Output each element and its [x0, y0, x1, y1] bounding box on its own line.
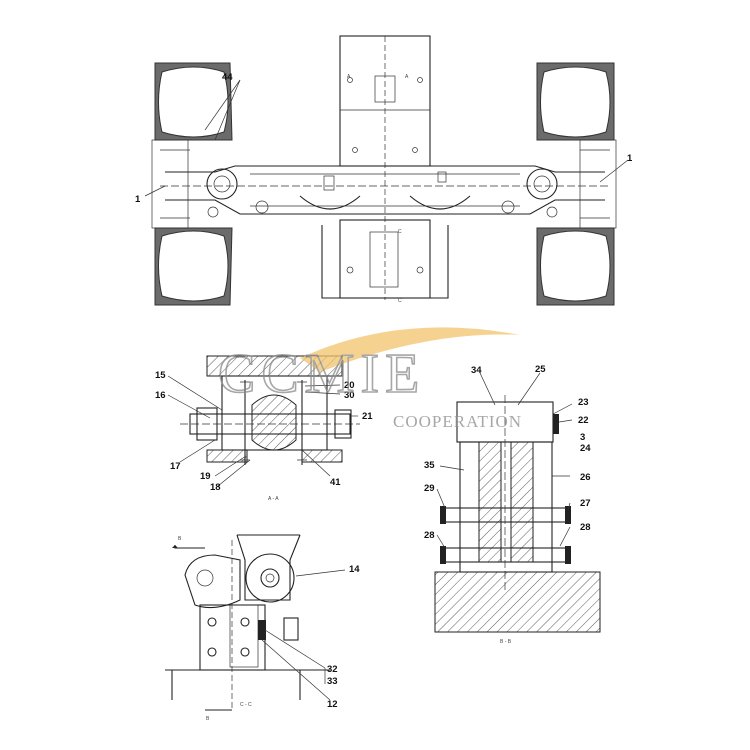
callout-numbers: 44 1 1 15 16 17 18 19 20 30 21 41 34 25 …	[135, 72, 633, 710]
top-view-axle	[151, 35, 617, 306]
label-a-right: A	[405, 74, 409, 80]
callout-24: 24	[580, 443, 591, 454]
callout-12: 12	[327, 699, 338, 710]
callout-14: 14	[349, 564, 360, 575]
tire-bottom-left	[154, 227, 233, 306]
watermark-main: CCMIE	[218, 343, 425, 405]
label-cc: C - C	[240, 702, 252, 708]
section-c-c: B B C - C	[165, 534, 330, 722]
callout-23: 23	[578, 397, 589, 408]
watermark: CCMIE COOPERATION	[217, 327, 522, 431]
callout-25: 25	[535, 364, 546, 375]
callout-21: 21	[362, 411, 373, 422]
callout-3: 3	[580, 432, 585, 443]
tire-bottom-right	[536, 227, 615, 306]
callout-32: 32	[327, 664, 338, 675]
leader-lines	[144, 79, 629, 701]
callout-29: 29	[424, 483, 435, 494]
tire-top-left	[154, 62, 233, 141]
callout-26: 26	[580, 472, 591, 483]
callout-16: 16	[155, 390, 166, 401]
label-b-bottom: B	[206, 716, 210, 722]
callout-27: 27	[580, 498, 591, 509]
label-aa: A - A	[268, 496, 279, 502]
label-c-bottom: C	[398, 298, 402, 304]
watermark-sub: COOPERATION	[393, 412, 522, 431]
label-b-top: B	[178, 536, 182, 542]
label-bb: B - B	[500, 639, 512, 645]
callout-20: 20	[344, 380, 355, 391]
callout-19: 19	[200, 471, 211, 482]
callout-30: 30	[344, 390, 355, 401]
callout-33: 33	[327, 676, 338, 687]
callout-28-right: 28	[580, 522, 591, 533]
callout-41: 41	[330, 477, 341, 488]
callout-17: 17	[170, 461, 181, 472]
tire-top-right	[536, 62, 615, 141]
callout-34: 34	[471, 365, 482, 376]
section-b-b: B - B	[434, 395, 601, 645]
callout-35: 35	[424, 460, 435, 471]
callout-15: 15	[155, 370, 166, 381]
label-c-top: C	[398, 229, 402, 235]
callout-22: 22	[578, 415, 589, 426]
callout-18: 18	[210, 482, 221, 493]
callout-1-left: 1	[135, 194, 141, 205]
watermark-swoosh	[300, 327, 520, 372]
callout-44: 44	[222, 72, 233, 83]
label-a-left: A	[347, 74, 351, 80]
callout-28-left: 28	[424, 530, 435, 541]
callout-1-right: 1	[627, 153, 633, 164]
